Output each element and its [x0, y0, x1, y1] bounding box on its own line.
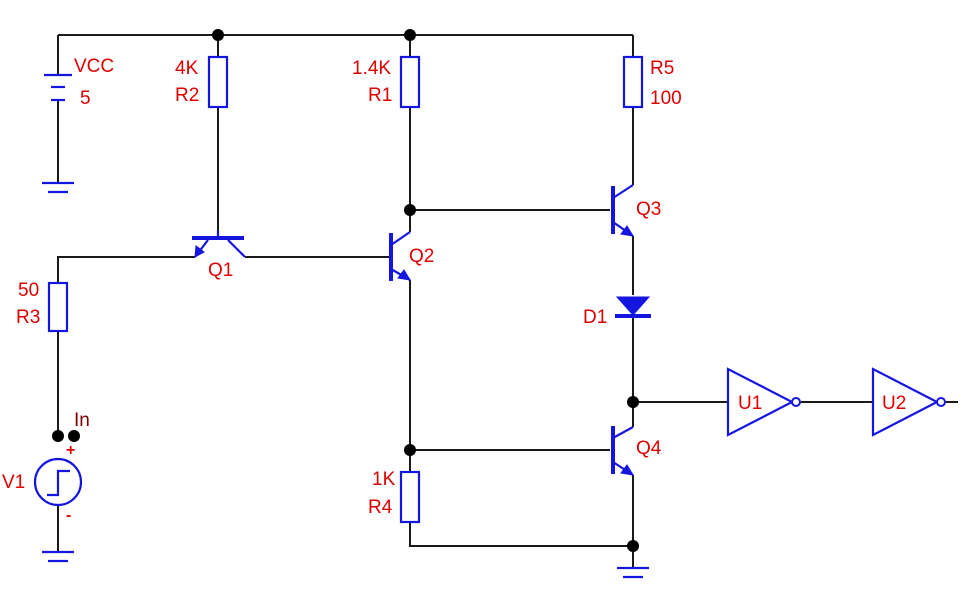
r2-name: R2	[175, 85, 199, 106]
vcc-battery-symbol	[44, 73, 72, 102]
transistor-q1	[192, 230, 246, 258]
transistor-q3	[611, 184, 634, 237]
q4-label: Q4	[636, 438, 662, 459]
r1-name: R1	[368, 85, 392, 106]
resistor-r2	[207, 55, 229, 109]
r2-value: 4K	[175, 58, 199, 79]
q2-label: Q2	[409, 246, 434, 267]
r3-value: 50	[18, 280, 39, 301]
vcc-name: VCC	[74, 56, 114, 77]
q3-label: Q3	[636, 199, 661, 220]
r5-value: 100	[650, 88, 682, 109]
junction-dot	[404, 29, 416, 41]
junction-dot	[52, 430, 64, 442]
r5-name: R5	[650, 58, 674, 79]
v1-label: V1	[2, 472, 25, 493]
transistor-q2	[389, 231, 411, 281]
wire-r4-ground	[409, 522, 633, 547]
u1-label: U1	[738, 393, 762, 414]
r1-value: 1.4K	[352, 58, 391, 79]
d1-label: D1	[583, 307, 607, 328]
r3-name: R3	[16, 307, 40, 328]
wire-r3-q1	[57, 256, 195, 283]
inverter-u1	[726, 367, 801, 437]
resistor-r3	[47, 281, 69, 333]
resistor-r5	[622, 55, 644, 109]
junction-dot	[68, 430, 80, 442]
r4-value: 1K	[372, 469, 396, 490]
v1-plus-sign: +	[66, 442, 75, 459]
q1-label: Q1	[208, 260, 233, 281]
vcc-value: 5	[80, 88, 91, 109]
ground-symbol	[617, 566, 649, 579]
ground-symbol	[42, 181, 74, 194]
junction-dot	[404, 204, 416, 216]
resistor-r4	[399, 470, 421, 524]
u2-label: U2	[882, 393, 906, 414]
ground-symbol	[42, 550, 74, 563]
diode-d1	[615, 296, 651, 318]
net-label-in: In	[74, 410, 90, 431]
junctions	[52, 29, 639, 552]
transistor-q4	[611, 426, 634, 476]
inverter-u2	[871, 367, 946, 437]
pulse-source-v1	[33, 457, 83, 507]
junction-dot	[627, 396, 639, 408]
junction-dot	[212, 29, 224, 41]
junction-dot	[627, 540, 639, 552]
resistor-r1	[399, 55, 421, 109]
wires	[57, 34, 958, 568]
v1-minus-sign: -	[66, 507, 71, 524]
r4-name: R4	[368, 497, 393, 518]
junction-dot	[404, 444, 416, 456]
